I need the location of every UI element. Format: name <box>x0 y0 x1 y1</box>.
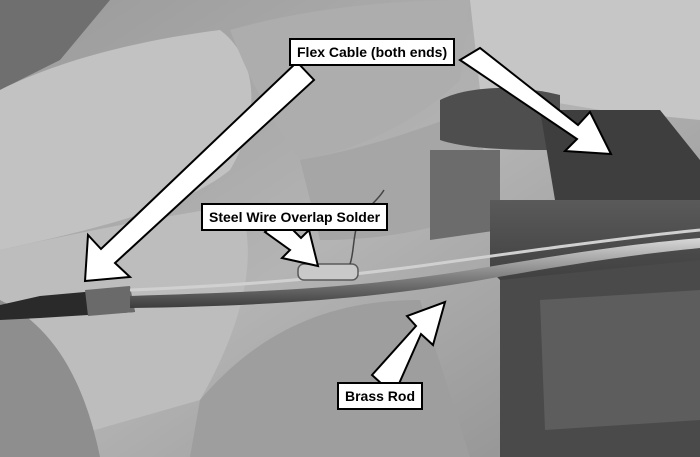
brass-rod <box>130 238 700 308</box>
solder-joint <box>297 263 359 281</box>
arrow-icon <box>83 60 316 283</box>
arrow-icon <box>458 46 613 156</box>
steel-wire <box>129 228 700 292</box>
label-brass-rod: Brass Rod <box>337 382 424 410</box>
label-flex-cable: Flex Cable (both ends) <box>289 38 456 66</box>
label-steel-wire-overlap-solder: Steel Wire Overlap Solder <box>201 203 389 231</box>
